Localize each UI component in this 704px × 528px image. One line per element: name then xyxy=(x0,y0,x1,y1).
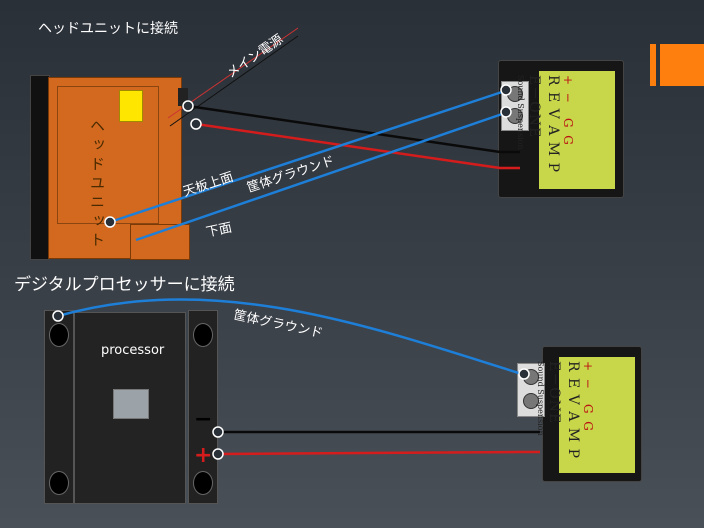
blue-wire-bottom xyxy=(135,110,509,242)
accent-bar-icon xyxy=(650,44,656,86)
red-wire-2 xyxy=(217,450,540,456)
mount-hole xyxy=(193,471,213,495)
terminal-ring xyxy=(518,368,530,380)
processor-left-bracket xyxy=(44,310,74,504)
plus-symbol: + xyxy=(194,443,213,468)
terminal-ring xyxy=(182,100,194,112)
blue-wire-processor-ground xyxy=(57,298,523,376)
mount-hole xyxy=(49,323,69,347)
processor-display xyxy=(113,389,149,419)
processor-body: processor xyxy=(74,312,186,504)
head-unit-connector xyxy=(178,88,188,106)
section1-title: ヘッドユニットに接続 xyxy=(38,21,178,37)
blue-wire-top-panel xyxy=(109,88,509,224)
accent-block xyxy=(660,44,704,86)
processor-right-bracket: − + xyxy=(188,310,218,504)
processor-label: processor xyxy=(101,343,165,358)
terminal-ring xyxy=(212,448,224,460)
section2-title: デジタルプロセッサーに接続 xyxy=(14,275,235,295)
main-power-line-dark xyxy=(169,35,299,127)
minus-symbol: − xyxy=(194,407,213,432)
revamp-device-1: + − G G R E V A M P E－ONE Sound Suspensi… xyxy=(498,60,624,198)
terminal-ring xyxy=(500,84,512,96)
black-wire-1 xyxy=(187,104,520,154)
red-wire-1 xyxy=(195,122,520,170)
device-label-plate: + − G G R E V A M P E－ONE Sound Suspensi… xyxy=(536,357,635,473)
head-unit-label: ヘッドユニット xyxy=(88,118,106,251)
device-label-plate: + − G G R E V A M P E－ONE Sound Suspensi… xyxy=(516,71,615,189)
terminal-ring xyxy=(500,106,512,118)
mount-hole xyxy=(49,471,69,495)
terminal-ring xyxy=(52,310,64,322)
terminal-ring xyxy=(190,118,202,130)
terminal-screw-icon xyxy=(523,393,539,409)
mount-hole xyxy=(193,323,213,347)
terminal-ring xyxy=(104,216,116,228)
terminal-ring xyxy=(212,426,224,438)
head-unit-side-notch xyxy=(130,224,190,260)
revamp-device-2: + − G G R E V A M P E－ONE Sound Suspensi… xyxy=(517,346,642,482)
head-unit-yellow-chip xyxy=(119,90,143,122)
